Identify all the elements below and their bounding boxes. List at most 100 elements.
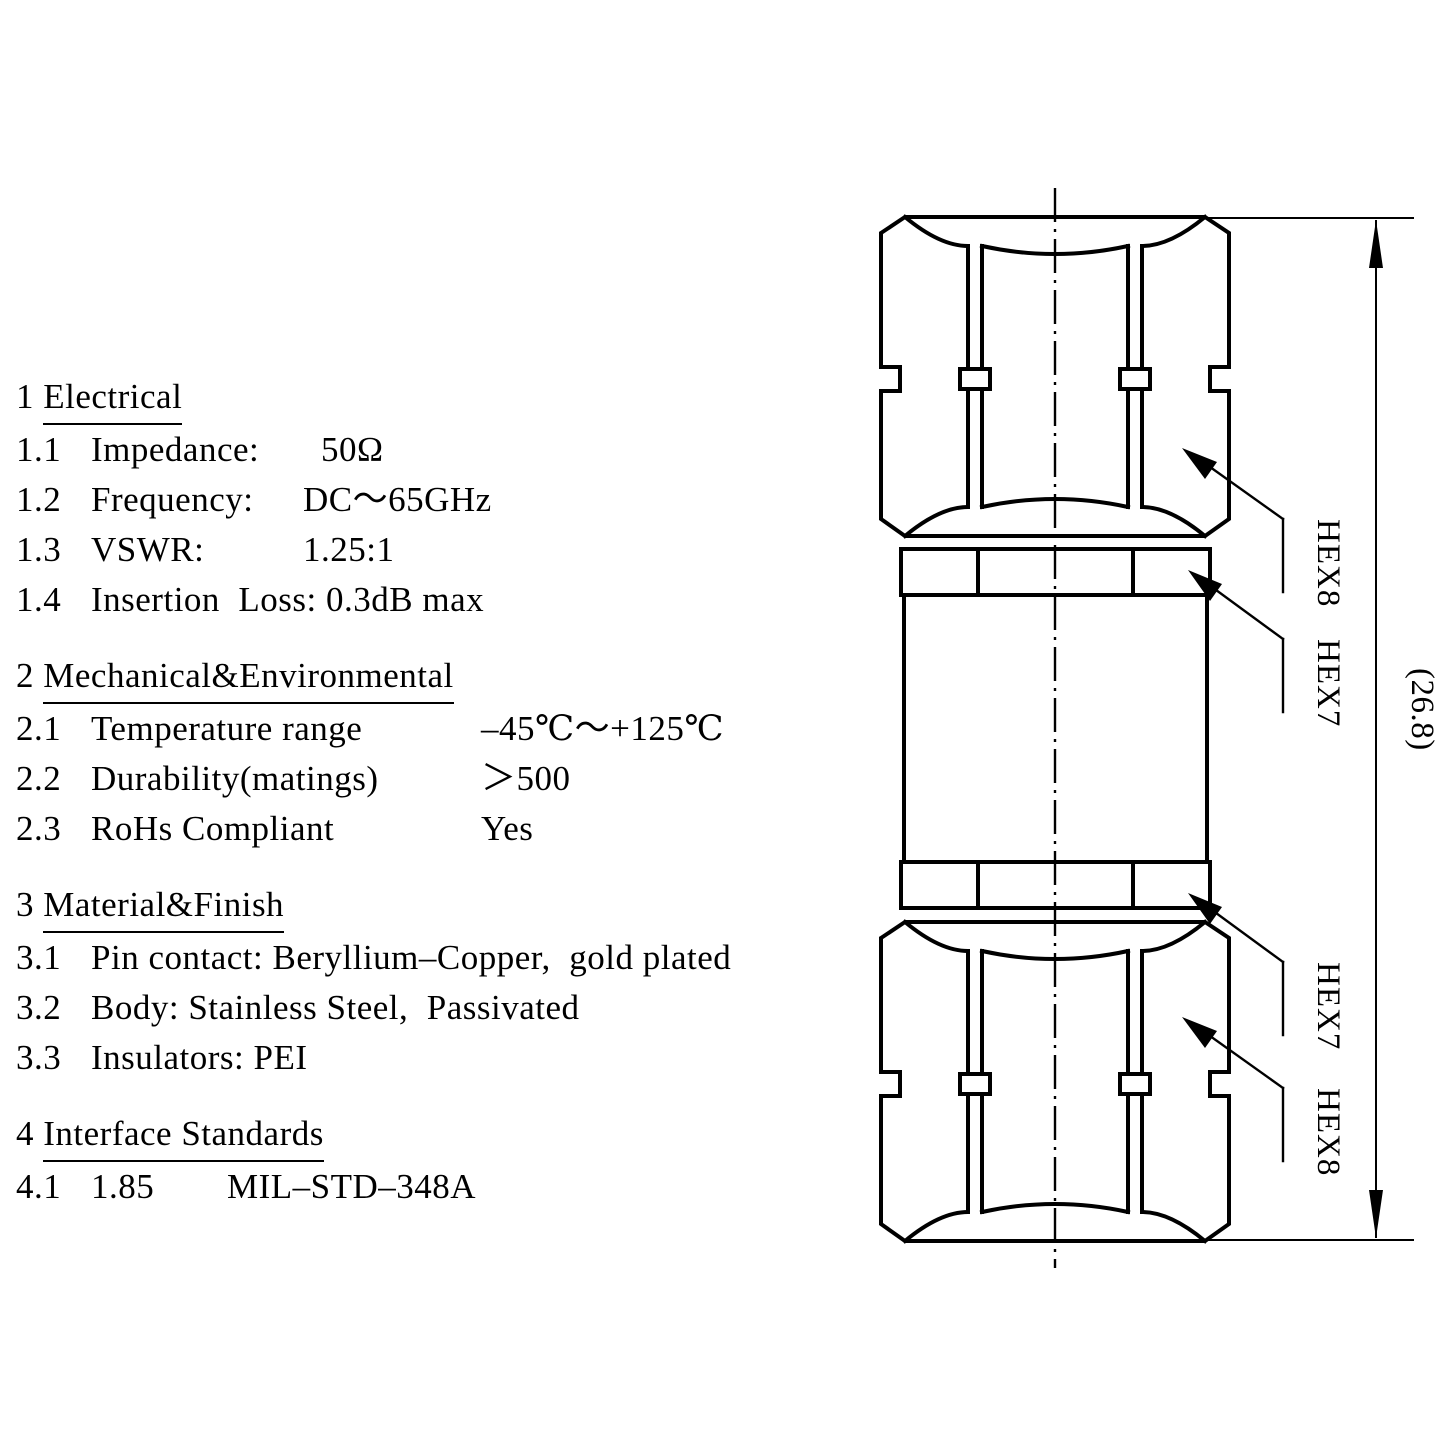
hex8-bottom-lower-chamfer-arcs bbox=[979, 1202, 1131, 1215]
hex8-bottom-edge-marker bbox=[958, 1072, 992, 1096]
spec-item: 2.3 RoHs Compliant Yes bbox=[16, 804, 876, 854]
spec-item-id: 1.1 bbox=[16, 430, 62, 469]
spec-item-id: 1.2 bbox=[16, 480, 62, 519]
hex8-top-edge-marker bbox=[1118, 367, 1152, 391]
hex8-top-leader-arrow bbox=[1182, 448, 1217, 479]
hex8-top-lower-chamfer-arcs bbox=[902, 504, 971, 539]
spec-item-id: 3.2 bbox=[16, 988, 62, 1027]
hex8-bottom-upper-chamfer-arcs bbox=[902, 919, 971, 954]
hex8-bottom-leader-arrow bbox=[1182, 1017, 1217, 1048]
callout-hex8-bottom: HEX8 bbox=[1182, 1017, 1346, 1176]
spec-section-title: Mechanical&Environmental bbox=[43, 651, 454, 704]
callout-hex7-top: HEX7 bbox=[1188, 570, 1346, 727]
spec-item-id: 4.1 bbox=[16, 1167, 62, 1206]
spec-item-label: VSWR: bbox=[91, 530, 205, 569]
spec-item-label: Durability(matings) bbox=[91, 759, 379, 798]
bottom-hex7-band bbox=[899, 860, 1212, 910]
spec-item-value: MIL–STD–348A bbox=[227, 1167, 477, 1206]
spec-item-label: RoHs Compliant bbox=[91, 809, 335, 848]
spec-section-number: 2 bbox=[16, 656, 34, 695]
overall-length-value: (26.8) bbox=[1404, 668, 1440, 751]
spec-item-id: 1.4 bbox=[16, 580, 62, 619]
spec-item-id: 2.1 bbox=[16, 709, 62, 748]
hex7-bottom-leader-arrow bbox=[1188, 893, 1222, 924]
hex7-bottom-label: HEX7 bbox=[1310, 962, 1346, 1050]
spec-item-label: 1.85 bbox=[91, 1167, 155, 1206]
hex8-bottom-upper-chamfer-arcs bbox=[979, 948, 1131, 961]
spec-section-number: 3 bbox=[16, 885, 34, 924]
spec-item-value: ＞500 bbox=[481, 759, 571, 798]
spec-item-value: 50Ω bbox=[321, 430, 384, 469]
hex8-top-lower-chamfer-arcs bbox=[1139, 504, 1208, 539]
hex8-top-upper-chamfer-arcs bbox=[902, 214, 971, 249]
spec-section-4: 4 Interface Standards 4.1 1.85 MIL–STD–348… bbox=[16, 1109, 876, 1212]
spec-item-value: PEI bbox=[253, 1038, 308, 1077]
spec-item-label: Insertion Loss: bbox=[91, 580, 317, 619]
spec-item-label: Impedance: bbox=[91, 430, 260, 469]
spec-item-value: DC～65GHz bbox=[303, 480, 492, 519]
spec-section-title: Electrical bbox=[43, 372, 183, 425]
spec-item-value: –45℃～+125℃ bbox=[481, 709, 725, 748]
spec-section-title: Material&Finish bbox=[43, 880, 285, 933]
dim-arrow-bottom bbox=[1369, 1190, 1383, 1238]
hex7-bottom-outline bbox=[899, 860, 1212, 910]
spec-item: 2.2 Durability(matings) ＞500 bbox=[16, 754, 876, 804]
spec-item-label: Frequency: bbox=[91, 480, 254, 519]
hex8-bottom-label: HEX8 bbox=[1310, 1088, 1346, 1176]
callout-hex7-bottom: HEX7 bbox=[1188, 893, 1346, 1050]
overall-length-dimension: (26.8) bbox=[1196, 217, 1440, 1241]
spec-item-value: Yes bbox=[481, 809, 534, 848]
spec-item-id: 3.1 bbox=[16, 938, 62, 977]
bottom-hex8-nut bbox=[879, 919, 1231, 1244]
spec-item: 3.2 Body: Stainless Steel, Passivated bbox=[16, 983, 876, 1033]
spec-item: 3.3 Insulators: PEI bbox=[16, 1033, 876, 1083]
hex8-top-lower-chamfer-arcs bbox=[979, 497, 1131, 510]
spec-section-3: 3 Material&Finish 3.1 Pin contact: Beryll… bbox=[16, 880, 876, 1083]
specification-list: 1 Electrical 1.1 Impedance: 50Ω 1.2 Frequen… bbox=[16, 372, 876, 1212]
spec-item-label: Insulators: bbox=[91, 1038, 245, 1077]
dim-arrow-top bbox=[1369, 220, 1383, 268]
spec-section-heading: 2 Mechanical&Environmental bbox=[16, 651, 876, 704]
spec-item-id: 1.3 bbox=[16, 530, 62, 569]
spec-section-title: Interface Standards bbox=[43, 1109, 324, 1162]
spec-item: 3.1 Pin contact: Beryllium–Copper, gold p… bbox=[16, 933, 876, 983]
spec-item-label: Body: bbox=[91, 988, 180, 1027]
spec-item: 1.2 Frequency: DC～65GHz bbox=[16, 475, 876, 525]
hex7-top-leader-arrow bbox=[1188, 570, 1222, 601]
hex8-bottom-edge-marker bbox=[1118, 1072, 1152, 1096]
hex7-top-label: HEX7 bbox=[1310, 639, 1346, 727]
hex8-top-upper-chamfer-arcs bbox=[979, 243, 1131, 256]
spec-item: 1.4 Insertion Loss: 0.3dB max bbox=[16, 575, 876, 625]
spec-item: 1.3 VSWR: 1.25:1 bbox=[16, 525, 876, 575]
hex8-bottom-lower-chamfer-arcs bbox=[902, 1209, 971, 1244]
spec-item-id: 3.3 bbox=[16, 1038, 62, 1077]
hex8-bottom-lower-chamfer-arcs bbox=[1139, 1209, 1208, 1244]
spec-section-1: 1 Electrical 1.1 Impedance: 50Ω 1.2 Frequen… bbox=[16, 372, 876, 625]
hex8-top-label: HEX8 bbox=[1310, 519, 1346, 607]
spec-item-id: 2.2 bbox=[16, 759, 62, 798]
hex8-top-edge-marker bbox=[958, 367, 992, 391]
hex8-top-outline bbox=[879, 215, 1231, 538]
hex8-top-upper-chamfer-arcs bbox=[1139, 214, 1208, 249]
spec-item-label: Pin contact: bbox=[91, 938, 264, 977]
spec-item: 1.1 Impedance: 50Ω bbox=[16, 425, 876, 475]
spec-item-id: 2.3 bbox=[16, 809, 62, 848]
hex8-bottom-upper-chamfer-arcs bbox=[1139, 919, 1208, 954]
spec-section-heading: 1 Electrical bbox=[16, 372, 876, 425]
spec-item-value: Beryllium–Copper, gold plated bbox=[272, 938, 732, 977]
spec-item: 4.1 1.85 MIL–STD–348A bbox=[16, 1162, 876, 1212]
spec-item-label: Temperature range bbox=[91, 709, 363, 748]
spec-item-value: Stainless Steel, Passivated bbox=[188, 988, 580, 1027]
spec-item: 2.1 Temperature range –45℃～+125℃ bbox=[16, 704, 876, 754]
spec-section-number: 1 bbox=[16, 377, 34, 416]
spec-item-value: 1.25:1 bbox=[303, 530, 395, 569]
callout-hex8-top: HEX8 bbox=[1182, 448, 1346, 607]
spec-section-heading: 4 Interface Standards bbox=[16, 1109, 876, 1162]
hex8-bottom-outline bbox=[879, 920, 1231, 1243]
spec-section-heading: 3 Material&Finish bbox=[16, 880, 876, 933]
spec-section-2: 2 Mechanical&Environmental 2.1 Temperatur… bbox=[16, 651, 876, 854]
spec-section-number: 4 bbox=[16, 1114, 34, 1153]
spec-item-value: 0.3dB max bbox=[326, 580, 485, 619]
